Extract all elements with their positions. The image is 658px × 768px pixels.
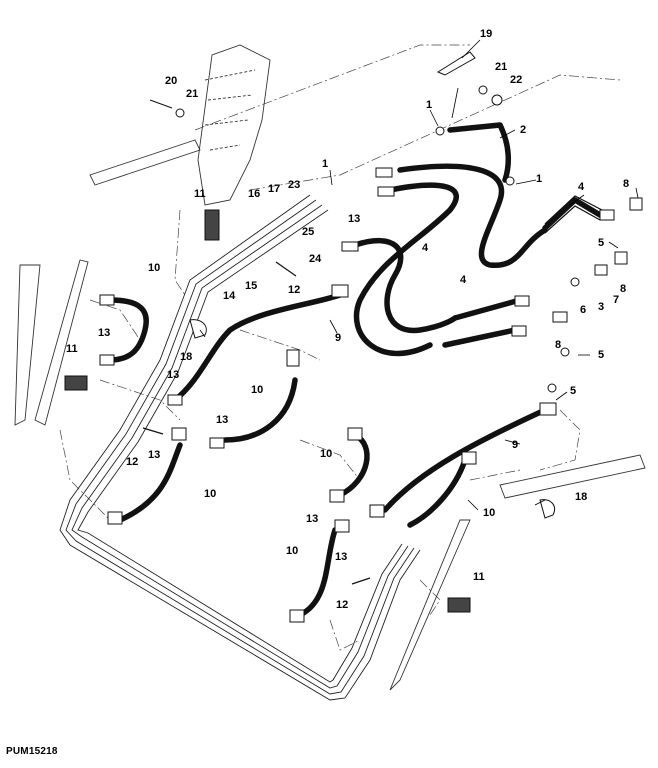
callout-5: 5	[598, 349, 604, 361]
callout-14: 14	[223, 290, 236, 302]
callout-9: 9	[512, 439, 518, 451]
callout-13: 13	[306, 513, 318, 525]
callout-6: 6	[580, 304, 586, 316]
callout-16: 16	[248, 188, 260, 200]
callout-1: 1	[536, 173, 542, 185]
callout-11: 11	[66, 343, 78, 355]
callout-8: 8	[623, 178, 629, 190]
callout-13: 13	[348, 213, 360, 225]
callout-24: 24	[309, 253, 322, 265]
callout-10: 10	[483, 507, 495, 519]
callout-17: 17	[268, 183, 280, 195]
callout-labels: 19 21 22 20 21 1 2 1 1 4 8 11 16 17 23 2…	[66, 28, 629, 611]
callout-10: 10	[286, 545, 298, 557]
callout-22: 22	[510, 74, 522, 86]
callout-4: 4	[460, 274, 467, 286]
callout-8: 8	[620, 283, 626, 295]
fittings	[64, 51, 643, 623]
callout-3: 3	[598, 301, 604, 313]
callout-10: 10	[204, 488, 216, 500]
callout-13: 13	[98, 327, 110, 339]
callout-12: 12	[126, 456, 138, 468]
callout-23: 23	[288, 179, 300, 191]
callout-4: 4	[422, 242, 429, 254]
callout-13: 13	[148, 449, 160, 461]
callout-5: 5	[570, 385, 576, 397]
callout-21: 21	[186, 88, 198, 100]
callout-10: 10	[148, 262, 160, 274]
callout-11: 11	[473, 571, 485, 583]
callout-20: 20	[165, 75, 177, 87]
callout-21: 21	[495, 61, 507, 73]
hoses	[107, 122, 603, 618]
callout-13: 13	[167, 369, 179, 381]
callout-18: 18	[180, 351, 192, 363]
callout-18: 18	[575, 491, 587, 503]
steel-tube-bundle	[59, 194, 421, 701]
callout-10: 10	[251, 384, 263, 396]
callout-12: 12	[336, 599, 348, 611]
callout-15: 15	[245, 280, 257, 292]
callout-2: 2	[520, 124, 526, 136]
callout-12: 12	[288, 284, 300, 296]
callout-10: 10	[320, 448, 332, 460]
leader-lines	[199, 39, 639, 511]
callout-11: 11	[194, 188, 206, 200]
callout-19: 19	[480, 28, 492, 40]
callout-1: 1	[322, 158, 328, 170]
callout-13: 13	[335, 551, 347, 563]
callout-5: 5	[598, 237, 604, 249]
callout-25: 25	[302, 226, 314, 238]
callout-7: 7	[613, 294, 619, 306]
callout-8: 8	[555, 339, 561, 351]
loader-frame	[14, 44, 646, 691]
callout-13: 13	[216, 414, 228, 426]
phantom-outlines	[59, 44, 621, 651]
callout-9: 9	[335, 332, 341, 344]
callout-4: 4	[578, 181, 585, 193]
callout-1: 1	[426, 99, 432, 111]
figure-reference-code: PUM15218	[6, 746, 58, 757]
